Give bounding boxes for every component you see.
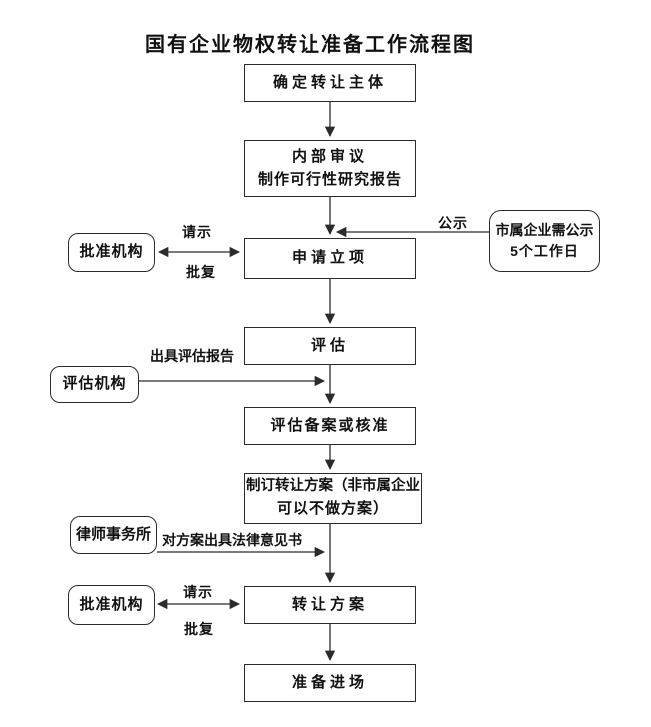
node-label: 可以不做方案） xyxy=(276,500,389,518)
node-label: 批准机构 xyxy=(79,595,144,613)
node-apply-project: 申请立项 xyxy=(244,238,416,279)
node-label: 评估备案或核准 xyxy=(270,416,390,434)
node-internal-review: 内部审议 制作可行性研究报告 xyxy=(244,140,416,197)
node-approval-agency-bottom: 批准机构 xyxy=(68,585,155,625)
node-evaluation-filing: 评估备案或核准 xyxy=(244,407,416,445)
node-label: 5个工作日 xyxy=(510,243,579,259)
node-law-firm: 律师事务所 xyxy=(70,516,157,554)
node-draft-transfer-plan: 制订转让方案（非市属企业 可以不做方案） xyxy=(244,473,422,524)
edge-label-legal-opinion: 对方案出具法律意见书 xyxy=(162,532,302,548)
node-label: 确定转让主体 xyxy=(272,73,387,91)
node-determine-transfer-subject: 确定转让主体 xyxy=(244,64,416,102)
node-label: 内部审议 xyxy=(291,148,368,165)
node-label: 批准机构 xyxy=(79,243,144,261)
node-evaluation: 评估 xyxy=(244,327,416,365)
node-evaluation-agency: 评估机构 xyxy=(50,366,139,403)
edge-label-reply-bottom: 批复 xyxy=(184,621,214,637)
node-label: 市属企业需公示 xyxy=(495,222,594,238)
node-label: 申请立项 xyxy=(291,249,368,267)
edge-label-public-notice: 公示 xyxy=(438,215,468,231)
node-label: 评估 xyxy=(310,336,349,354)
node-prepare-entry: 准备进场 xyxy=(244,664,416,702)
node-approval-agency-top: 批准机构 xyxy=(68,233,155,272)
node-label: 律师事务所 xyxy=(75,525,151,543)
node-label: 制作可行性研究报告 xyxy=(257,170,402,188)
node-transfer-plan: 转让方案 xyxy=(244,586,416,624)
node-label: 评估机构 xyxy=(62,375,127,393)
node-municipal-public-notice: 市属企业需公示 5个工作日 xyxy=(489,210,600,272)
edge-label-request-bottom: 请示 xyxy=(183,584,213,600)
node-label: 转让方案 xyxy=(291,595,368,613)
edge-label-reply-top: 批复 xyxy=(186,264,216,280)
edge-label-eval-report: 出具评估报告 xyxy=(150,348,234,364)
page-title: 国有企业物权转让准备工作流程图 xyxy=(145,34,475,56)
node-label: 制订转让方案（非市属企业 xyxy=(246,478,420,495)
node-label: 准备进场 xyxy=(291,673,368,691)
edge-label-request-top: 请示 xyxy=(182,224,212,240)
